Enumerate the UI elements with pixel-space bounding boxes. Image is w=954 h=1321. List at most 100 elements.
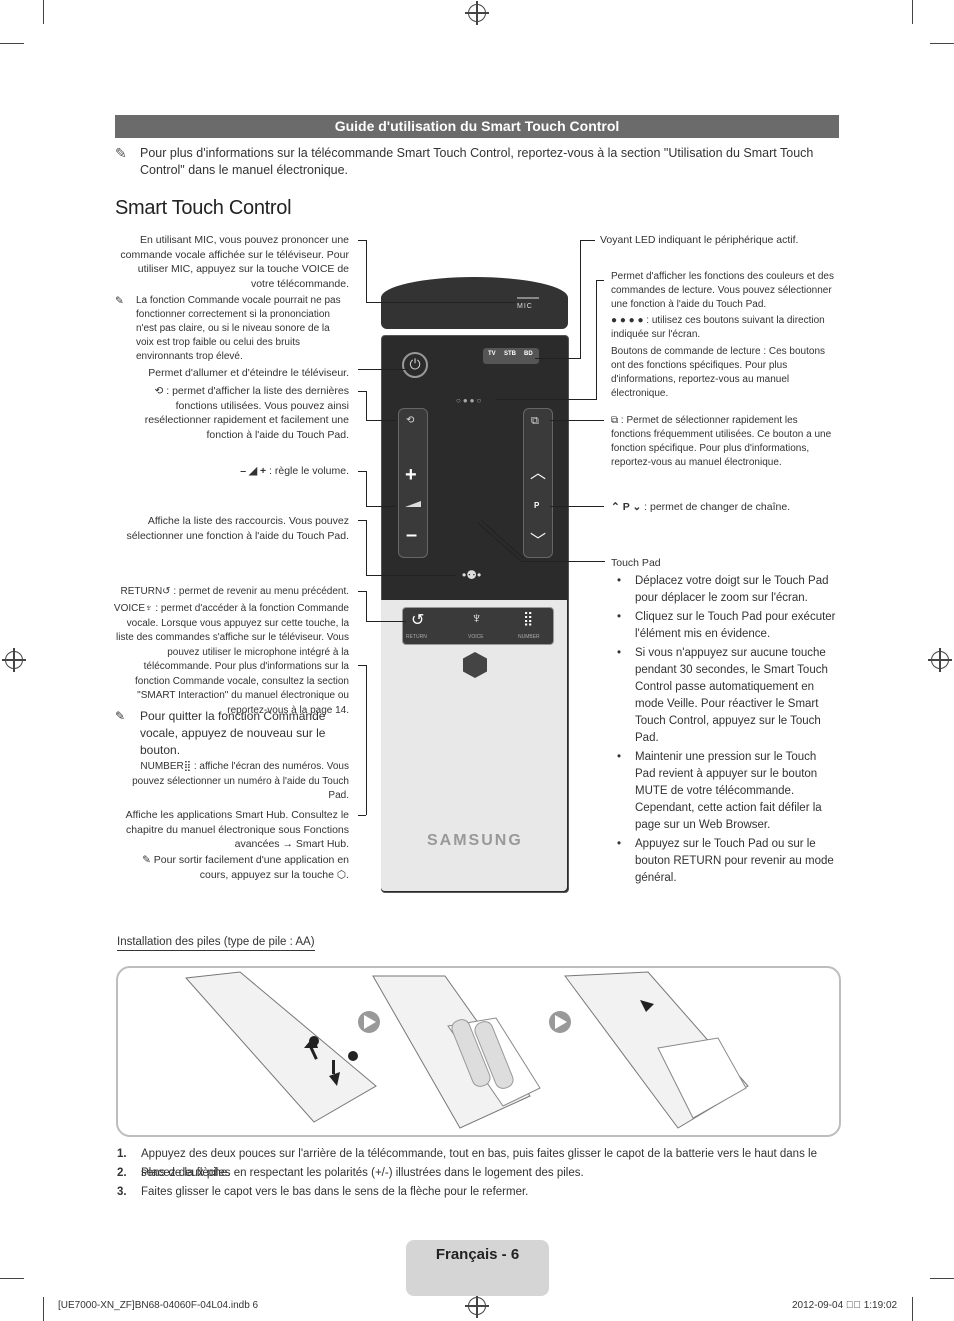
note-pen-icon: ✎	[115, 709, 126, 723]
smarthub-note: ✎ Pour sortir facilement d'une applicati…	[142, 854, 349, 881]
crop-mark	[930, 43, 954, 44]
voice-note-text: Pour quitter la fonction Commande vocale…	[140, 709, 326, 757]
power-description: Permet d'allumer et d'éteindre le télévi…	[148, 367, 349, 379]
number-key-label: NUMBER	[140, 761, 184, 772]
touchpad-title: Touch Pad	[611, 557, 661, 569]
registration-mark	[2, 648, 26, 672]
file-info: [UE7000-XN_ZF]BN68-04060F-04L04.indb 6	[58, 1300, 259, 1311]
stb-label[interactable]: STB	[504, 351, 516, 357]
leader-line	[596, 280, 597, 399]
device-buttons: TV STB BD	[483, 348, 539, 364]
brand-logo: SAMSUNG	[427, 832, 523, 849]
voice-button[interactable]: ♆	[471, 610, 483, 627]
channel-up-button[interactable]: ︿	[530, 465, 547, 482]
quick-text: : Permet de sélectionner rapidement les …	[611, 415, 832, 468]
battery-title: Installation des piles (type de pile : A…	[117, 936, 315, 951]
list-item: Maintenir une pression sur le Touch Pad …	[611, 749, 839, 834]
voice-key-text: VOICE	[468, 634, 484, 640]
leader-line	[358, 240, 366, 241]
leader-line	[495, 399, 597, 400]
volume-strip: ⟲ + –	[398, 408, 428, 558]
color-dots-icon: ● ● ● ●	[611, 315, 644, 326]
touchpad-list: Déplacez votre doigt sur le Touch Pad po…	[611, 573, 839, 889]
leader-line	[358, 471, 366, 472]
leader-line	[580, 240, 595, 241]
channel-strip: ⧉ ︿ P ﹀	[523, 408, 553, 558]
led-description: Voyant LED indiquant le périphérique act…	[600, 234, 799, 246]
step-number: 3.	[117, 1186, 127, 1198]
number-text: : affiche l'écran des numéros. Vous pouv…	[132, 761, 349, 801]
shortcuts-description: Affiche la liste des raccourcis. Vous po…	[126, 515, 349, 542]
touchpad-leader	[476, 520, 524, 562]
step-text: Appuyez des deux pouces sur l'arrière de…	[141, 1148, 817, 1179]
leader-line	[358, 369, 408, 370]
remote-lower: ↺ RETURN ♆ VOICE ⣿ NUMBER SAMSUNG	[381, 600, 567, 891]
volume-icon	[405, 501, 421, 507]
history-description: ⟲ : permet d'afficher la liste des derni…	[115, 384, 349, 442]
color-direction: ● ● ● ● : utilisez ces boutons suivant l…	[611, 314, 839, 342]
channel-p-label: P	[534, 501, 540, 510]
leader-line	[596, 280, 604, 281]
voice-key-label: VOICE	[113, 603, 146, 614]
leader-line	[358, 391, 366, 392]
leader-line	[520, 561, 605, 562]
section-title: Guide d'utilisation du Smart Touch Contr…	[115, 115, 839, 138]
number-button[interactable]: ⣿	[523, 610, 534, 626]
history-button[interactable]: ⟲	[406, 415, 415, 426]
list-item: Cliquez sur le Touch Pad pour exécuter l…	[611, 609, 839, 643]
page-number-tab: Français - 6	[406, 1240, 549, 1296]
quick-icon: ⧉	[611, 415, 619, 426]
registration-mark	[465, 1294, 489, 1318]
list-item: Déplacez votre doigt sur le Touch Pad po…	[611, 573, 839, 607]
channel-down-button[interactable]: ﹀	[530, 533, 547, 550]
registration-mark	[465, 1, 489, 25]
color-description: Permet d'afficher les fonctions des coul…	[611, 271, 834, 310]
crop-mark	[912, 0, 913, 24]
leader-line	[366, 391, 367, 421]
leader-line	[366, 420, 396, 421]
leader-line	[535, 358, 581, 359]
tv-label[interactable]: TV	[488, 351, 496, 357]
crop-mark	[930, 1278, 954, 1279]
step-number: 1.	[117, 1148, 127, 1160]
crop-mark	[43, 1297, 44, 1321]
color-direction-text: : utilisez ces boutons suivant la direct…	[611, 315, 825, 340]
smarthub-icon: ⬡	[336, 868, 347, 881]
step-text: Faites glisser le capot vers le bas dans…	[141, 1186, 529, 1198]
leader-line	[580, 240, 581, 358]
leader-line	[358, 591, 366, 592]
step-text: Placez deux piles en respectant les pola…	[141, 1167, 584, 1179]
volume-icon: – ◢ +	[240, 465, 267, 477]
return-description: RETURN↺ : permet de revenir au menu préc…	[115, 585, 350, 600]
leader-line	[358, 815, 366, 816]
number-description: NUMBER⣿ : affiche l'écran des numéros. V…	[115, 760, 349, 804]
leader-line	[366, 575, 456, 576]
bd-label[interactable]: BD	[524, 351, 533, 357]
return-text: : permet de revenir au menu précédent.	[173, 586, 349, 597]
shortcut-button[interactable]: •⚉•	[462, 568, 482, 582]
playback-description: Boutons de commande de lecture : Ces bou…	[611, 346, 826, 399]
volume-down-button[interactable]: –	[406, 524, 418, 546]
leader-line	[366, 520, 367, 575]
leader-line	[366, 665, 367, 815]
crop-mark	[0, 43, 24, 44]
intro-note: ✎ Pour plus d'informations sur la téléco…	[115, 145, 835, 179]
leader-line	[366, 240, 367, 302]
mic-note: ✎ La fonction Commande vocale pourrait n…	[115, 294, 349, 364]
mic-label: MIC	[517, 303, 533, 310]
return-icon: ↺	[162, 586, 171, 597]
list-item: Si vous n'appuyez sur aucune touche pend…	[611, 645, 839, 747]
quick-button[interactable]: ⧉	[531, 415, 539, 427]
step-number: 2.	[117, 1167, 127, 1179]
return-button[interactable]: ↺	[411, 612, 425, 629]
smarthub-button[interactable]	[463, 652, 487, 678]
voice-text: : permet d'accéder à la fonction Command…	[116, 603, 349, 716]
number-key-text: NUMBER	[518, 634, 540, 640]
quick-description: ⧉ : Permet de sélectionner rapidement le…	[611, 414, 839, 470]
volume-up-button[interactable]: +	[405, 464, 417, 486]
note-pen-icon: ✎	[115, 145, 127, 161]
channel-text: : permet de changer de chaîne.	[644, 501, 791, 513]
intro-note-text: Pour plus d'informations sur la télécomm…	[140, 146, 814, 177]
power-button[interactable]: ⏻	[402, 352, 428, 378]
smarthub-note-text: Pour sortir facilement d'une application…	[153, 854, 349, 881]
